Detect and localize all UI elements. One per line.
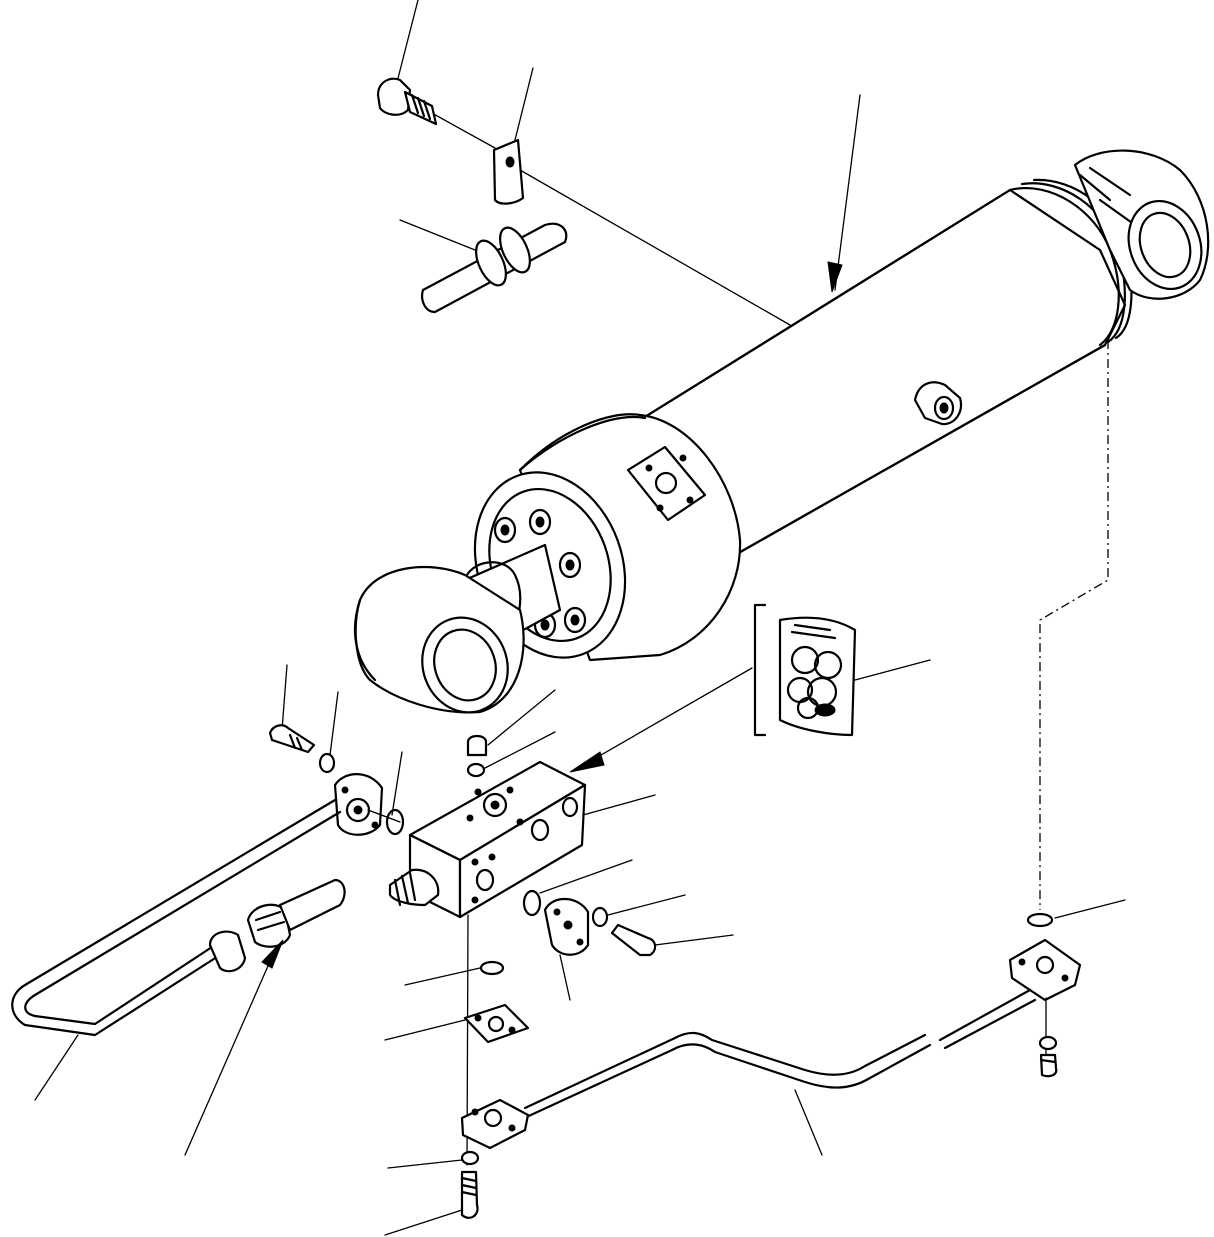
leader-seal-to-block: [574, 667, 753, 771]
split-flange-left: [333, 773, 401, 836]
tab-washer: [492, 67, 534, 205]
u-tube: [11, 798, 342, 1101]
leader-cylinder: [834, 94, 861, 291]
hose-fitting: [184, 878, 346, 1156]
washer-right: [591, 894, 686, 928]
split-flange-right: [543, 897, 590, 1001]
washer-far-right: [1038, 997, 1058, 1071]
hydraulic-cylinder: [353, 149, 1210, 714]
washer-left: [318, 691, 339, 774]
plug: [466, 689, 556, 757]
o-ring-bottom: [404, 960, 505, 986]
tube: [518, 988, 1037, 1156]
bolt-right: [610, 923, 734, 957]
flange-block-far-right: [1008, 938, 1082, 1002]
arrowhead-block: [569, 751, 605, 773]
seal-kit: [753, 603, 931, 737]
flange-bolt: [376, 0, 438, 126]
washer-top: [466, 731, 556, 778]
flange-block-bottom: [460, 1098, 530, 1150]
o-ring-far-right: [1026, 899, 1126, 928]
bolt-bottom: [384, 1170, 479, 1236]
nut: [208, 930, 247, 973]
arrowhead-cylinder: [827, 261, 843, 293]
leader-tab-to-cylinder: [519, 169, 791, 326]
o-ring-left: [385, 751, 405, 836]
flange-plate-bottom: [384, 1003, 530, 1044]
bolt-far-right: [1039, 1053, 1058, 1078]
o-ring-right: [522, 859, 633, 917]
bolt-left: [268, 664, 316, 754]
washer-bottom: [387, 1150, 480, 1169]
leader-bolt-axis: [429, 111, 496, 149]
dash-axis-right: [1039, 340, 1109, 910]
collar-on-pipe: [399, 219, 568, 314]
valve-block: [388, 760, 656, 919]
